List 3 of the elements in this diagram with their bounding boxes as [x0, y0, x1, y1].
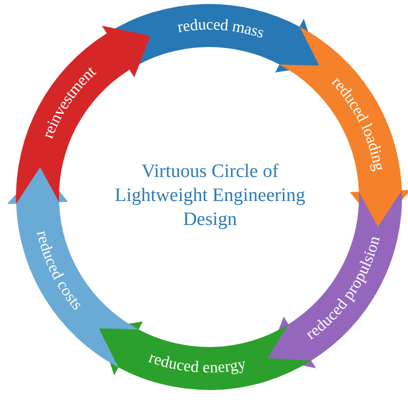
- segment-label: reduced mass: [176, 16, 266, 42]
- diagram-title: Virtuous Circle of Lightweight Engineering Design: [114, 160, 306, 232]
- segment-label: reduced energy: [146, 349, 248, 376]
